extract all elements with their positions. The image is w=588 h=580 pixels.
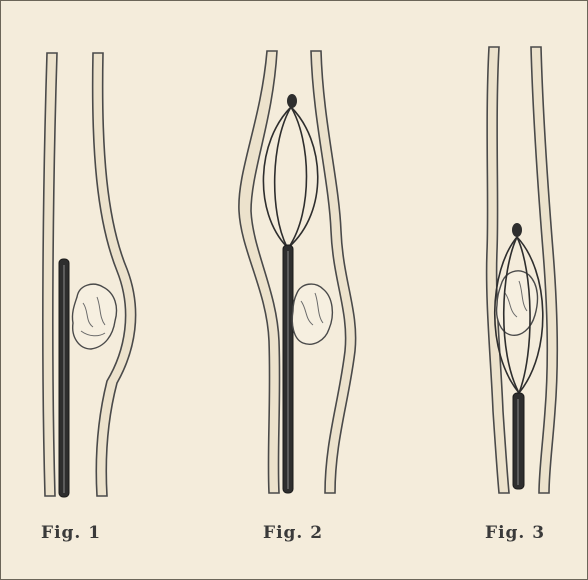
duct-wall-left xyxy=(487,47,509,493)
basket-tip xyxy=(287,94,297,108)
figure-2-drawing xyxy=(197,1,393,521)
gallstone xyxy=(497,271,538,335)
duct-wall-left xyxy=(43,53,57,496)
figure-2-caption: Fig. 2 xyxy=(263,523,323,543)
figure-3-caption: Fig. 3 xyxy=(485,523,545,543)
wire-basket xyxy=(263,107,317,247)
figure-1-drawing xyxy=(1,1,197,521)
duct-wall-right xyxy=(311,51,356,493)
gallstone xyxy=(292,284,332,344)
duct-wall-left xyxy=(239,51,280,493)
figure-1-caption: Fig. 1 xyxy=(41,523,101,543)
basket-tip xyxy=(512,223,522,237)
duct-wall-right xyxy=(93,53,136,496)
gallstone xyxy=(72,284,116,349)
figure-3-drawing xyxy=(393,1,587,521)
